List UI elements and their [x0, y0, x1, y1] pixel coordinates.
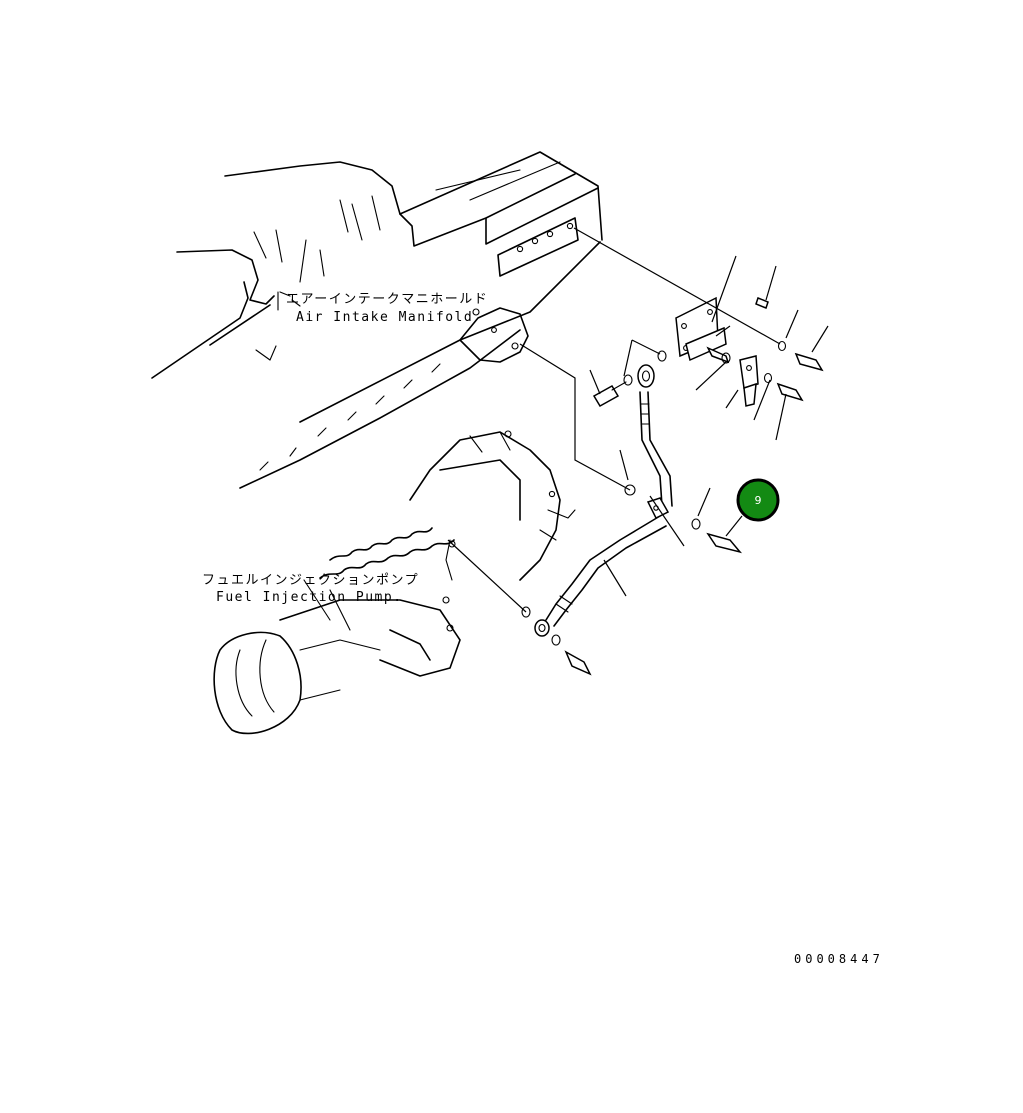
fuel-injection-pump-drawing [213, 430, 576, 735]
pump-label-japanese: フュエルインジェクションポンプ [202, 573, 419, 588]
bracket-and-fasteners [521, 296, 824, 676]
drawing-code: 00008447 [794, 952, 884, 966]
callout-number: 9 [755, 494, 762, 507]
oil-tube-assembly [534, 364, 673, 637]
manifold-label-group: エアーインテークマニホールド Air Intake Manifold [277, 291, 488, 325]
air-intake-manifold-drawing [151, 151, 603, 489]
numbered-callout-icon[interactable] [736, 478, 780, 522]
manifold-label-japanese: エアーインテークマニホールド [286, 292, 488, 307]
pump-label-english: Fuel Injection Pump. [216, 590, 403, 605]
manifold-label-english: Air Intake Manifold [296, 310, 473, 325]
pump-label-group: フュエルインジェクションポンプ Fuel Injection Pump. [202, 573, 419, 605]
leader-lines [447, 227, 829, 613]
part-callout-9[interactable]: 9 [736, 478, 780, 522]
